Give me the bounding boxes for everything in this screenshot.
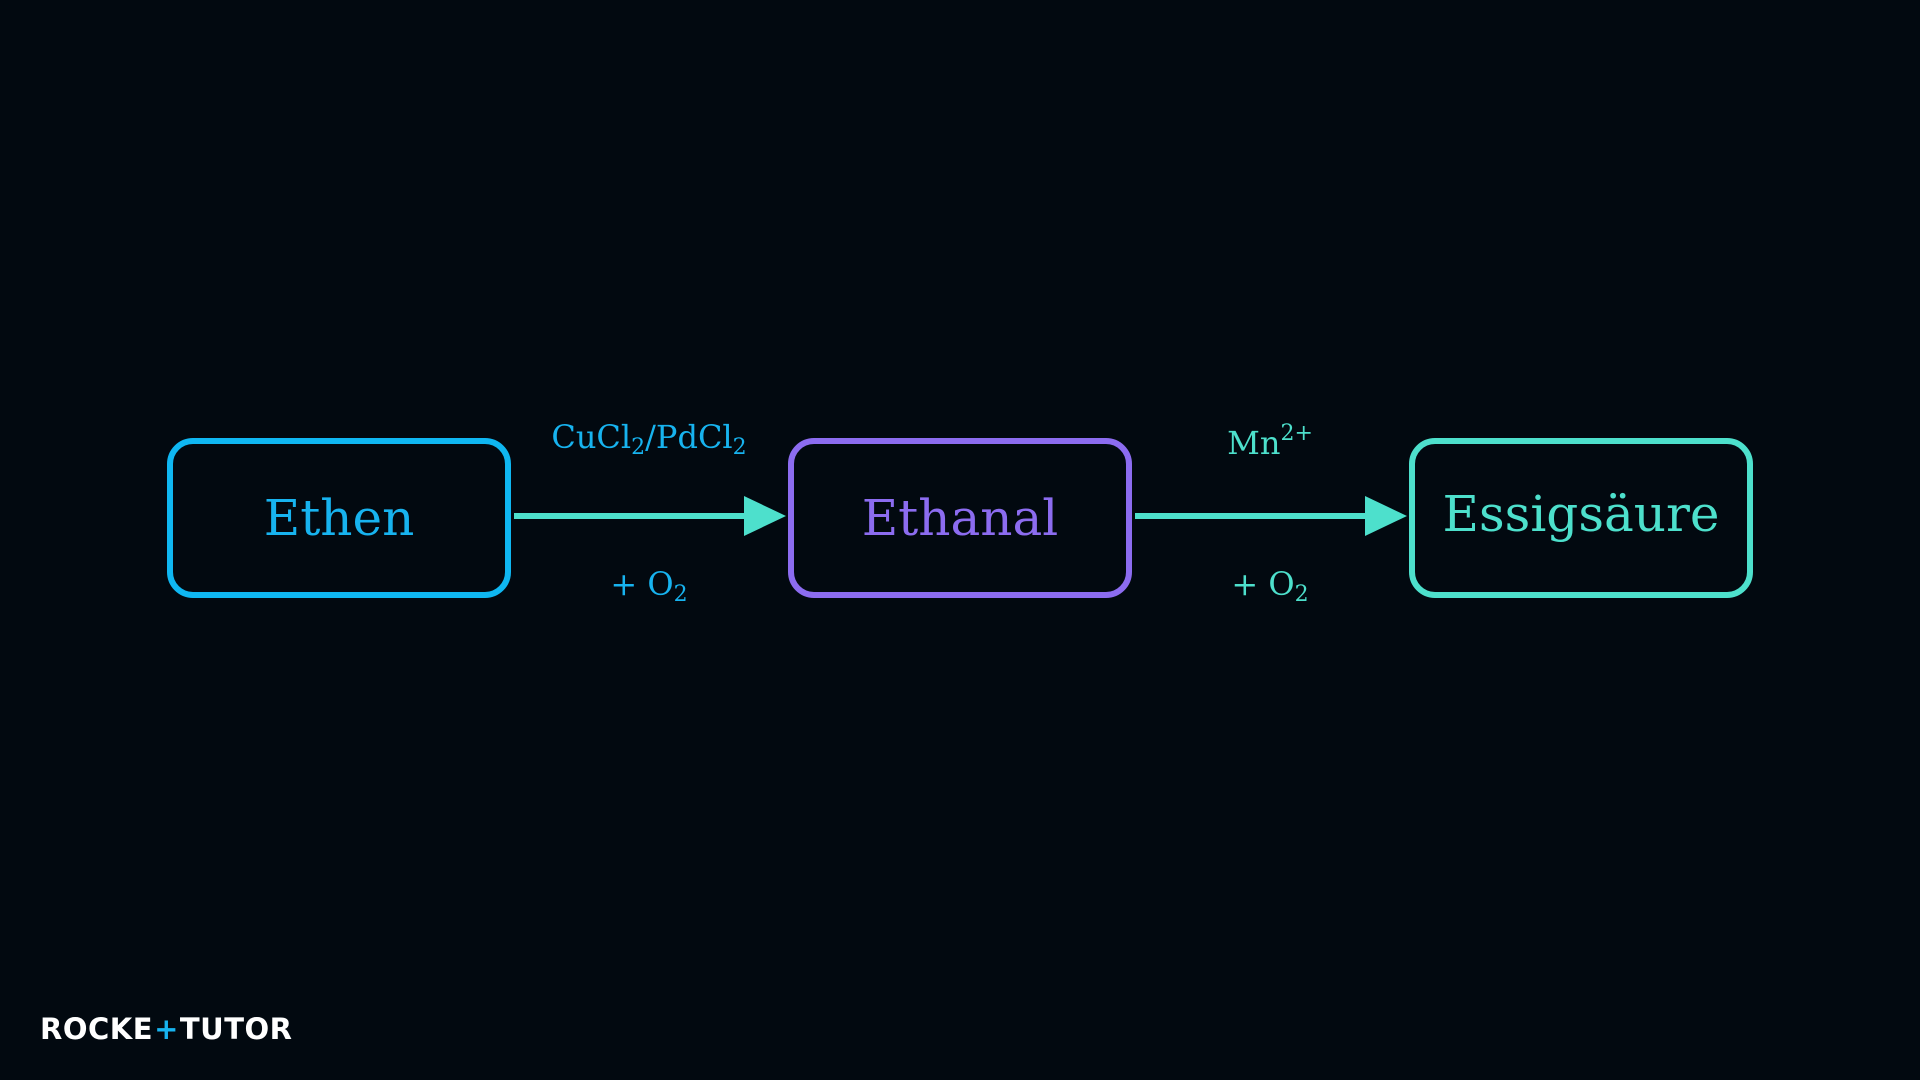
node-ethen-label: Ethen (263, 489, 415, 547)
arrow-2-head (1365, 496, 1407, 536)
node-ethanal: Ethanal (788, 438, 1132, 598)
edge-2-reagent: + O2 (1231, 565, 1309, 607)
node-ethen: Ethen (167, 438, 511, 598)
edge-1-catalyst: CuCl2/PdCl2 (551, 418, 747, 460)
edge-1-reagent: + O2 (610, 565, 688, 607)
edge-2-catalyst: Mn2+ (1227, 421, 1313, 463)
node-essigsaeure-label: Essigsäure (1442, 485, 1720, 543)
arrow-1-head (744, 496, 786, 536)
node-essigsaeure: Essigsäure (1409, 438, 1753, 598)
node-ethanal-label: Ethanal (861, 489, 1059, 547)
